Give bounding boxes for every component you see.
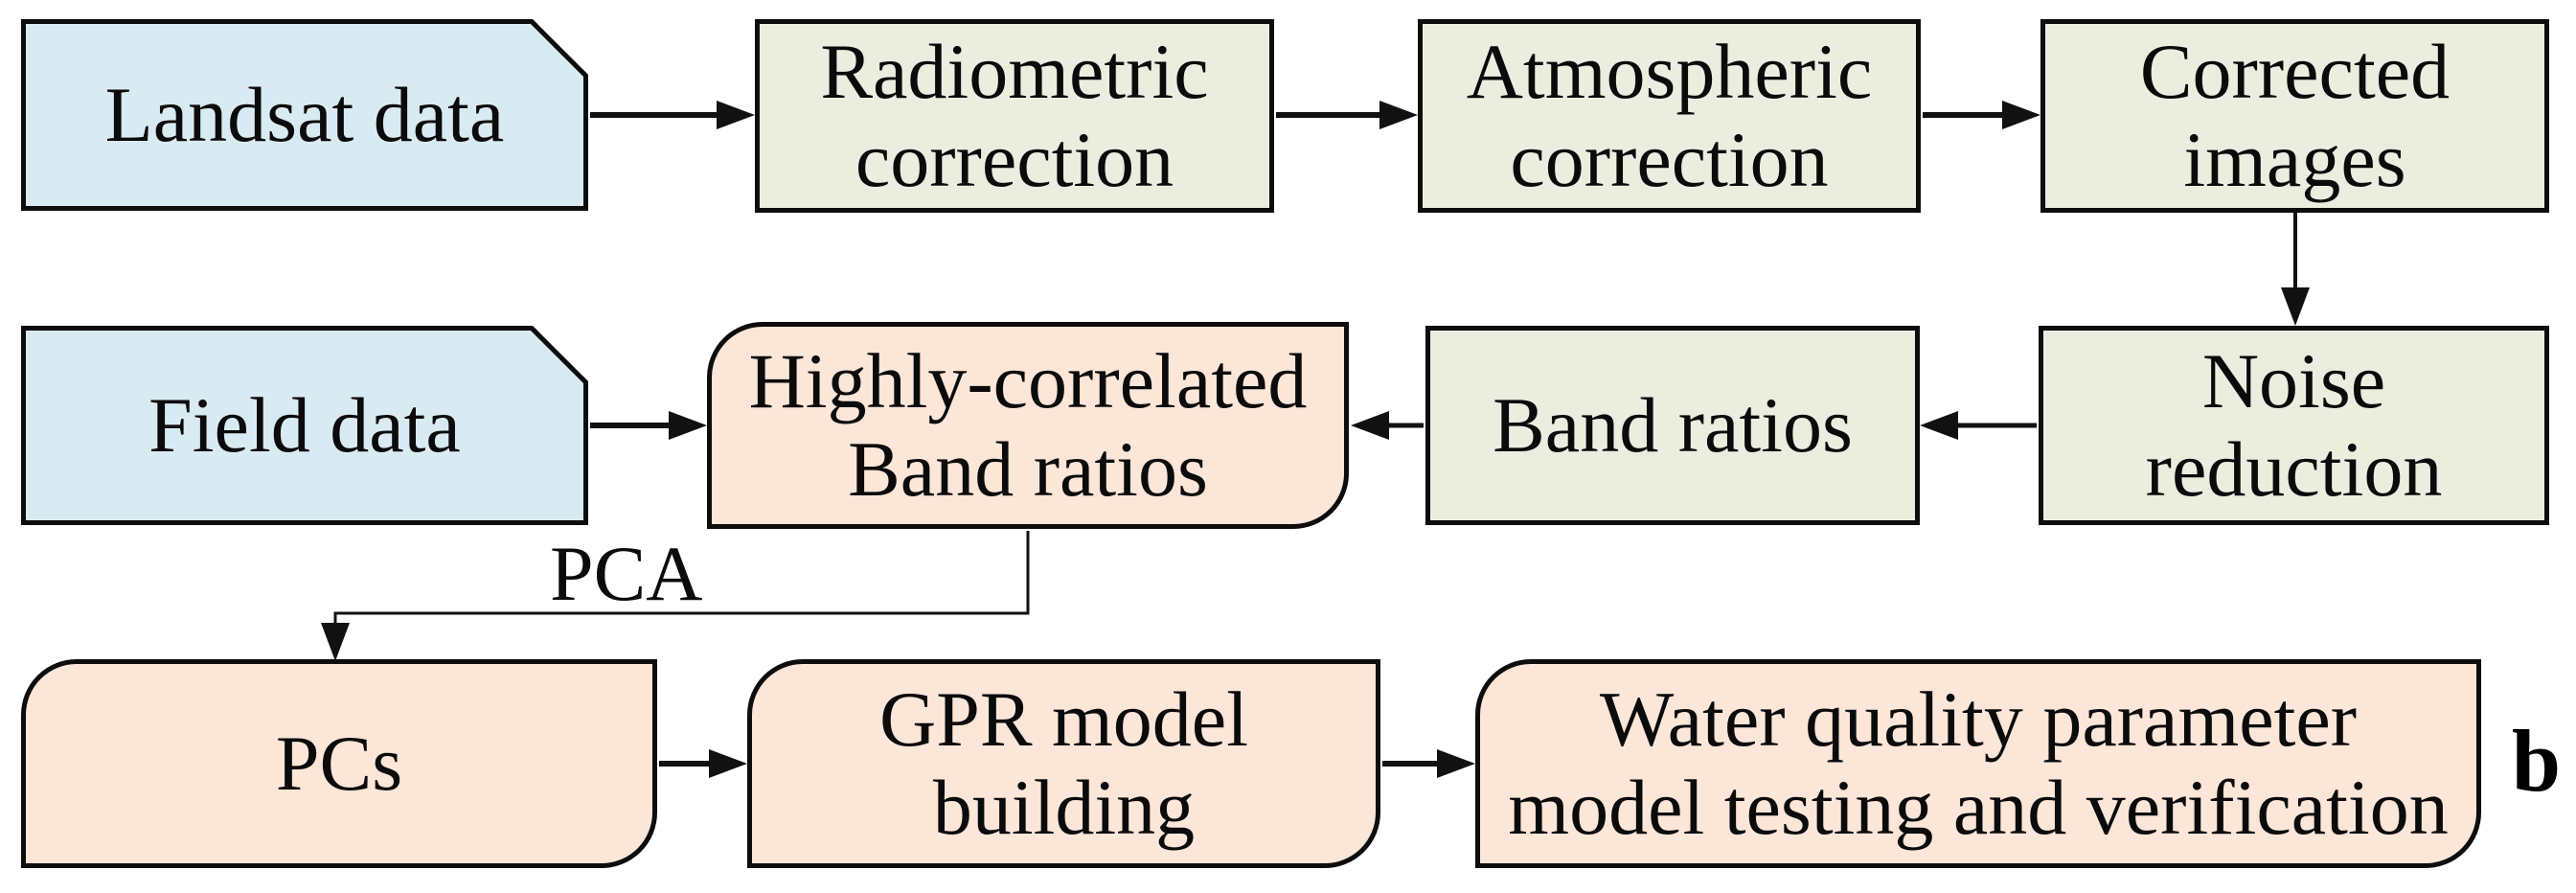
node-highly-correlated-band-ratios-label: Highly-correlated Band ratios: [748, 337, 1308, 513]
node-corrected-images-label: Corrected images: [2139, 28, 2451, 203]
node-radiometric-correction: Radiometric correction: [755, 19, 1274, 213]
node-band-ratios-label: Band ratios: [1493, 381, 1853, 469]
node-pcs-label: PCs: [275, 720, 403, 808]
subfigure-label-b: b: [2511, 712, 2562, 810]
pca-edge-label: PCA: [550, 530, 703, 617]
node-landsat-data: Landsat data: [21, 19, 588, 211]
node-noise-reduction-label: Noise reduction: [2145, 337, 2443, 513]
node-highly-correlated-band-ratios: Highly-correlated Band ratios: [707, 322, 1349, 529]
node-corrected-images: Corrected images: [2040, 19, 2549, 213]
node-gpr-model-building-label: GPR model building: [879, 675, 1248, 851]
node-band-ratios: Band ratios: [1425, 326, 1920, 525]
node-landsat-data-label: Landsat data: [104, 71, 505, 159]
node-water-quality-parameter: Water quality parameter model testing an…: [1475, 659, 2481, 868]
node-field-data: Field data: [21, 326, 588, 525]
node-atmospheric-correction: Atmospheric correction: [1418, 19, 1921, 213]
node-gpr-model-building: GPR model building: [747, 659, 1380, 868]
node-pcs: PCs: [21, 659, 657, 868]
node-water-quality-parameter-label: Water quality parameter model testing an…: [1508, 675, 2449, 851]
node-radiometric-correction-label: Radiometric correction: [820, 28, 1209, 203]
node-field-data-label: Field data: [148, 381, 461, 469]
node-noise-reduction: Noise reduction: [2039, 326, 2549, 525]
node-atmospheric-correction-label: Atmospheric correction: [1466, 28, 1873, 203]
